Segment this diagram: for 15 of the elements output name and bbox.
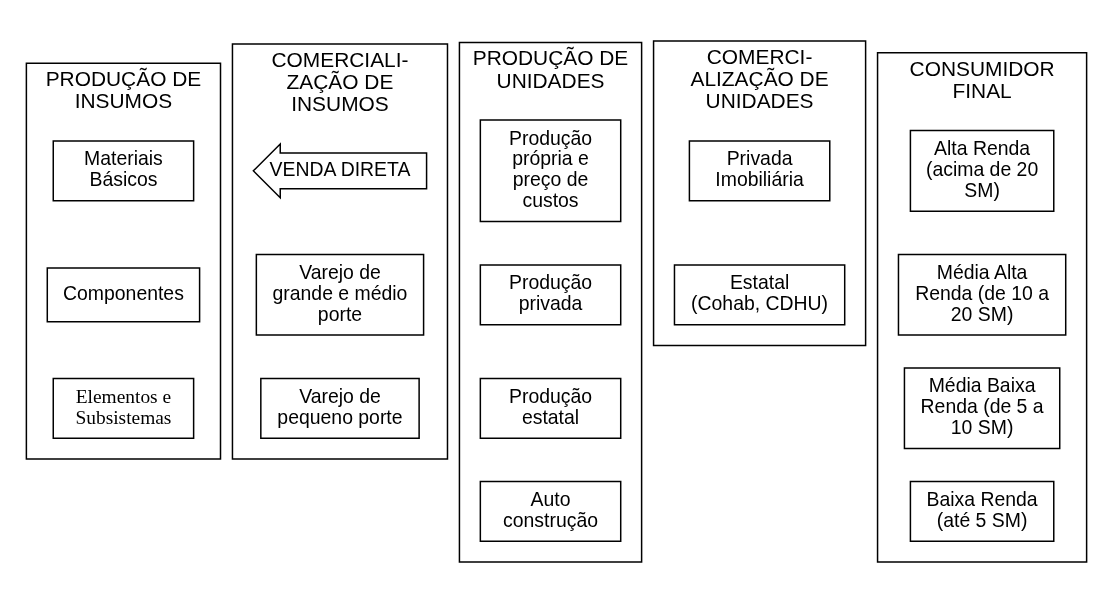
node-box: Varejo de pequeno porte	[260, 377, 420, 439]
node-box: Produção própria e preço de custos	[479, 119, 622, 223]
node-box: Média Alta Renda (de 10 a 20 SM)	[897, 253, 1067, 336]
node-box: Materiais Básicos	[52, 140, 195, 202]
node-box: Alta Renda (acima de 20 SM)	[909, 129, 1055, 212]
node-box: Privada Imobiliária	[688, 140, 831, 202]
node-box: Média Baixa Renda (de 5 a 10 SM)	[903, 367, 1061, 450]
node-box: Elementos e Subsistemas	[52, 377, 195, 439]
node-box: Estatal (Cohab, CDHU)	[673, 264, 846, 326]
node-box: Auto construção	[479, 480, 622, 542]
node-box: Baixa Renda (até 5 SM)	[909, 480, 1055, 542]
node-box: Produção estatal	[479, 377, 622, 439]
node-box: Produção privada	[479, 264, 622, 326]
node-box: Varejo de grande e médio porte	[255, 253, 425, 336]
node-box: Componentes	[46, 267, 201, 323]
